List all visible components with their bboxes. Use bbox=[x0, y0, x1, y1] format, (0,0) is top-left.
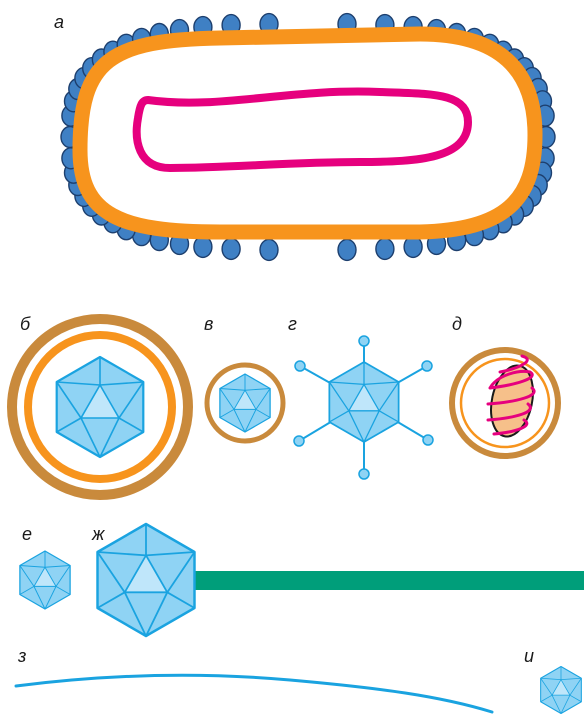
capsid-i bbox=[541, 667, 582, 714]
capsid-g bbox=[329, 362, 398, 442]
filament-z bbox=[16, 675, 492, 712]
lipid-bead-icon bbox=[194, 236, 212, 257]
capsid-e bbox=[20, 551, 70, 609]
label-d: д bbox=[452, 314, 462, 334]
virus-b bbox=[12, 319, 188, 495]
virus-g bbox=[294, 336, 433, 479]
label-a: а bbox=[54, 12, 64, 32]
label-g: г bbox=[288, 314, 297, 334]
virus-v bbox=[207, 365, 283, 441]
label-z: з bbox=[17, 646, 26, 666]
lipid-bead-icon bbox=[222, 238, 240, 259]
lipid-bead-icon bbox=[260, 239, 278, 260]
label-b: б bbox=[20, 314, 31, 334]
lipid-bead-icon bbox=[376, 238, 394, 259]
virus-d bbox=[452, 350, 558, 456]
virus-zh bbox=[98, 524, 584, 636]
lipid-bead-icon bbox=[404, 236, 422, 257]
tail-zh bbox=[190, 571, 584, 590]
label-zh: ж bbox=[91, 524, 106, 544]
capsid-zh bbox=[98, 524, 195, 636]
lipid-bead-icon bbox=[338, 239, 356, 260]
label-e: е bbox=[22, 524, 32, 544]
label-i: и bbox=[524, 646, 534, 666]
virus-a bbox=[61, 14, 555, 261]
label-v: в bbox=[204, 314, 213, 334]
